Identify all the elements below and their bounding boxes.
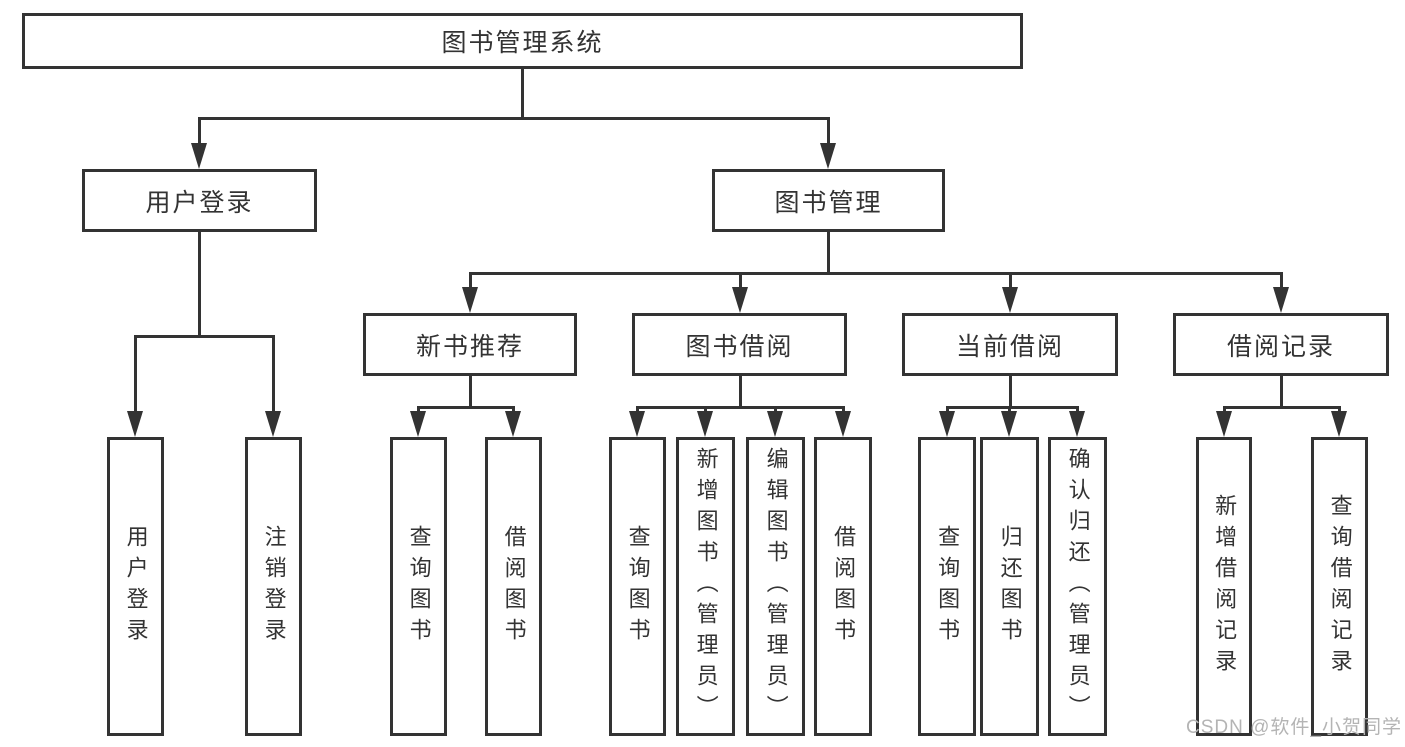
arrowhead-leaf-return-book — [1001, 411, 1017, 437]
arrowhead-leaf-borrow-books-2 — [835, 411, 851, 437]
leaf-query-books-1: 查询图书 — [390, 437, 447, 736]
node-label: 用户登录 — [145, 188, 254, 217]
connector-user-login-fork — [134, 335, 275, 338]
connector-borrow-records-drop — [1280, 272, 1283, 289]
node-book-borrowing: 图书借阅 — [632, 313, 847, 376]
arrowhead-leaf-borrow-books-1 — [505, 411, 521, 437]
node-label: 当前借阅 — [955, 332, 1064, 361]
arrowhead-user-login — [191, 143, 207, 169]
leaf-label: 借阅图书 — [501, 524, 527, 649]
connector-book-borrow-stem — [739, 376, 742, 407]
leaf-query-books-2: 查询图书 — [609, 437, 666, 736]
node-label: 新书推荐 — [415, 332, 524, 361]
node-book-management: 图书管理 — [712, 169, 945, 232]
connector-book-borrow-drop — [739, 272, 742, 289]
leaf-query-borrow-record: 查询借阅记录 — [1311, 437, 1368, 736]
connector-leaf-add-borrow-record-drop — [1223, 406, 1226, 415]
arrowhead-leaf-query-borrow-record — [1331, 411, 1347, 437]
node-user-login: 用户登录 — [82, 169, 317, 232]
node-label: 图书借阅 — [685, 332, 794, 361]
connector-leaf-edit-book-drop — [774, 406, 777, 415]
leaf-label: 编辑图书（管理员） — [763, 447, 789, 726]
connector-new-book-rec-fork — [417, 406, 515, 409]
connector-level1-fork — [198, 117, 829, 120]
leaf-borrow-books-1: 借阅图书 — [485, 437, 542, 736]
arrowhead-book-mgmt — [820, 143, 836, 169]
connector-leaf-query-books-1-drop — [417, 406, 420, 415]
connector-leaf-return-book-drop — [1008, 406, 1011, 415]
arrowhead-leaf-add-book — [697, 411, 713, 437]
connector-user-login-drop — [198, 117, 201, 145]
connector-user-login-stem — [198, 232, 201, 337]
arrowhead-leaf-add-borrow-record — [1216, 411, 1232, 437]
connector-leaf-logout-drop — [272, 335, 275, 413]
leaf-borrow-books-2: 借阅图书 — [814, 437, 872, 736]
connector-leaf-confirm-return-drop — [1076, 406, 1079, 415]
arrowhead-leaf-user-login — [127, 411, 143, 437]
arrowhead-leaf-query-books-2 — [629, 411, 645, 437]
arrowhead-leaf-confirm-return — [1069, 411, 1085, 437]
leaf-logout: 注销登录 — [245, 437, 302, 736]
node-library-management-system: 图书管理系统 — [22, 13, 1023, 69]
leaf-query-books-3: 查询图书 — [918, 437, 976, 736]
node-label: 借阅记录 — [1226, 332, 1335, 361]
leaf-return-book: 归还图书 — [980, 437, 1039, 736]
connector-current-borrow-stem — [1009, 376, 1012, 407]
leaf-add-book-admin: 新增图书（管理员） — [676, 437, 735, 736]
connector-leaf-query-books-3-drop — [946, 406, 949, 415]
connector-leaf-borrow-books-2-drop — [842, 406, 845, 415]
leaf-label: 查询借阅记录 — [1327, 493, 1353, 680]
arrowhead-book-borrow — [732, 287, 748, 313]
connector-leaf-query-books-2-drop — [636, 406, 639, 415]
arrowhead-new-book-rec — [462, 287, 478, 313]
arrowhead-borrow-records — [1273, 287, 1289, 313]
node-new-book-recommend: 新书推荐 — [363, 313, 577, 376]
leaf-user-login: 用户登录 — [107, 437, 164, 736]
leaf-label: 查询图书 — [935, 524, 961, 649]
leaf-edit-book-admin: 编辑图书（管理员） — [746, 437, 805, 736]
leaf-add-borrow-record: 新增借阅记录 — [1196, 437, 1252, 736]
leaf-label: 查询图书 — [625, 524, 651, 649]
connector-root-stem — [521, 69, 524, 117]
connector-level2-fork — [469, 272, 1283, 275]
leaf-label: 新增图书（管理员） — [693, 447, 719, 726]
leaf-label: 归还图书 — [997, 524, 1023, 649]
arrowhead-leaf-logout — [265, 411, 281, 437]
connector-new-book-rec-drop — [469, 272, 472, 289]
connector-leaf-borrow-books-1-drop — [512, 406, 515, 415]
node-borrowing-records: 借阅记录 — [1173, 313, 1389, 376]
connector-current-borrow-drop — [1009, 272, 1012, 289]
arrowhead-leaf-edit-book — [767, 411, 783, 437]
connector-leaf-user-login-drop — [134, 335, 137, 413]
node-current-borrowing: 当前借阅 — [902, 313, 1118, 376]
connector-leaf-add-book-drop — [704, 406, 707, 415]
leaf-label: 确认归还（管理员） — [1065, 447, 1091, 726]
leaf-label: 借阅图书 — [831, 524, 857, 649]
connector-borrow-records-stem — [1280, 376, 1283, 407]
connector-book-mgmt-drop — [827, 117, 830, 145]
connector-borrow-records-fork — [1223, 406, 1341, 409]
connector-leaf-query-borrow-record-drop — [1338, 406, 1341, 415]
leaf-confirm-return-admin: 确认归还（管理员） — [1048, 437, 1107, 736]
watermark: CSDN @软件_小贺同学 — [1186, 717, 1402, 738]
connector-book-mgmt-stem — [827, 232, 830, 274]
leaf-label: 用户登录 — [123, 524, 149, 649]
node-label: 图书管理 — [774, 188, 883, 217]
connector-current-borrow-fork — [946, 406, 1079, 409]
node-label: 图书管理系统 — [441, 29, 604, 57]
connector-book-borrow-fork — [636, 406, 845, 409]
leaf-label: 注销登录 — [261, 524, 287, 649]
arrowhead-current-borrow — [1002, 287, 1018, 313]
connector-new-book-rec-stem — [469, 376, 472, 407]
arrowhead-leaf-query-books-3 — [939, 411, 955, 437]
leaf-label: 新增借阅记录 — [1212, 493, 1238, 680]
leaf-label: 查询图书 — [406, 524, 432, 649]
arrowhead-leaf-query-books-1 — [410, 411, 426, 437]
